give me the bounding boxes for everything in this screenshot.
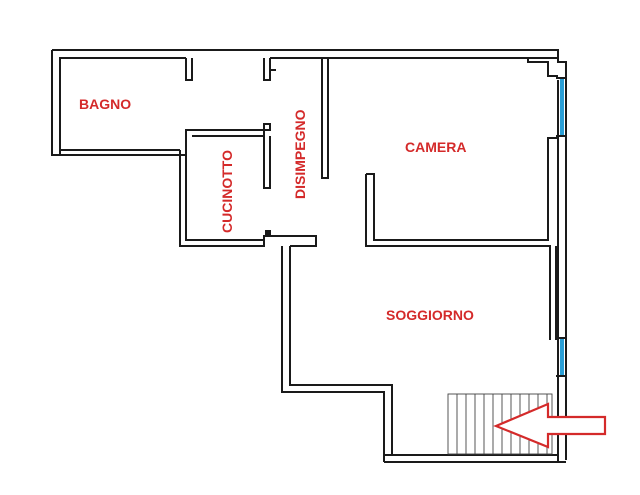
- room-label-camera: CAMERA: [405, 139, 466, 155]
- entrance-arrow-icon: [493, 402, 607, 449]
- camera-walls: [328, 57, 558, 340]
- windows: [556, 77, 566, 377]
- cucinotto-walls: [179, 136, 317, 247]
- room-label-cucinotto: CUCINOTTO: [219, 150, 235, 233]
- room-label-disimpegno: DISIMPEGNO: [292, 109, 308, 199]
- room-label-bagno: BAGNO: [79, 96, 131, 112]
- room-label-soggiorno: SOGGIORNO: [386, 307, 474, 323]
- disimpegno-walls: [269, 58, 393, 462]
